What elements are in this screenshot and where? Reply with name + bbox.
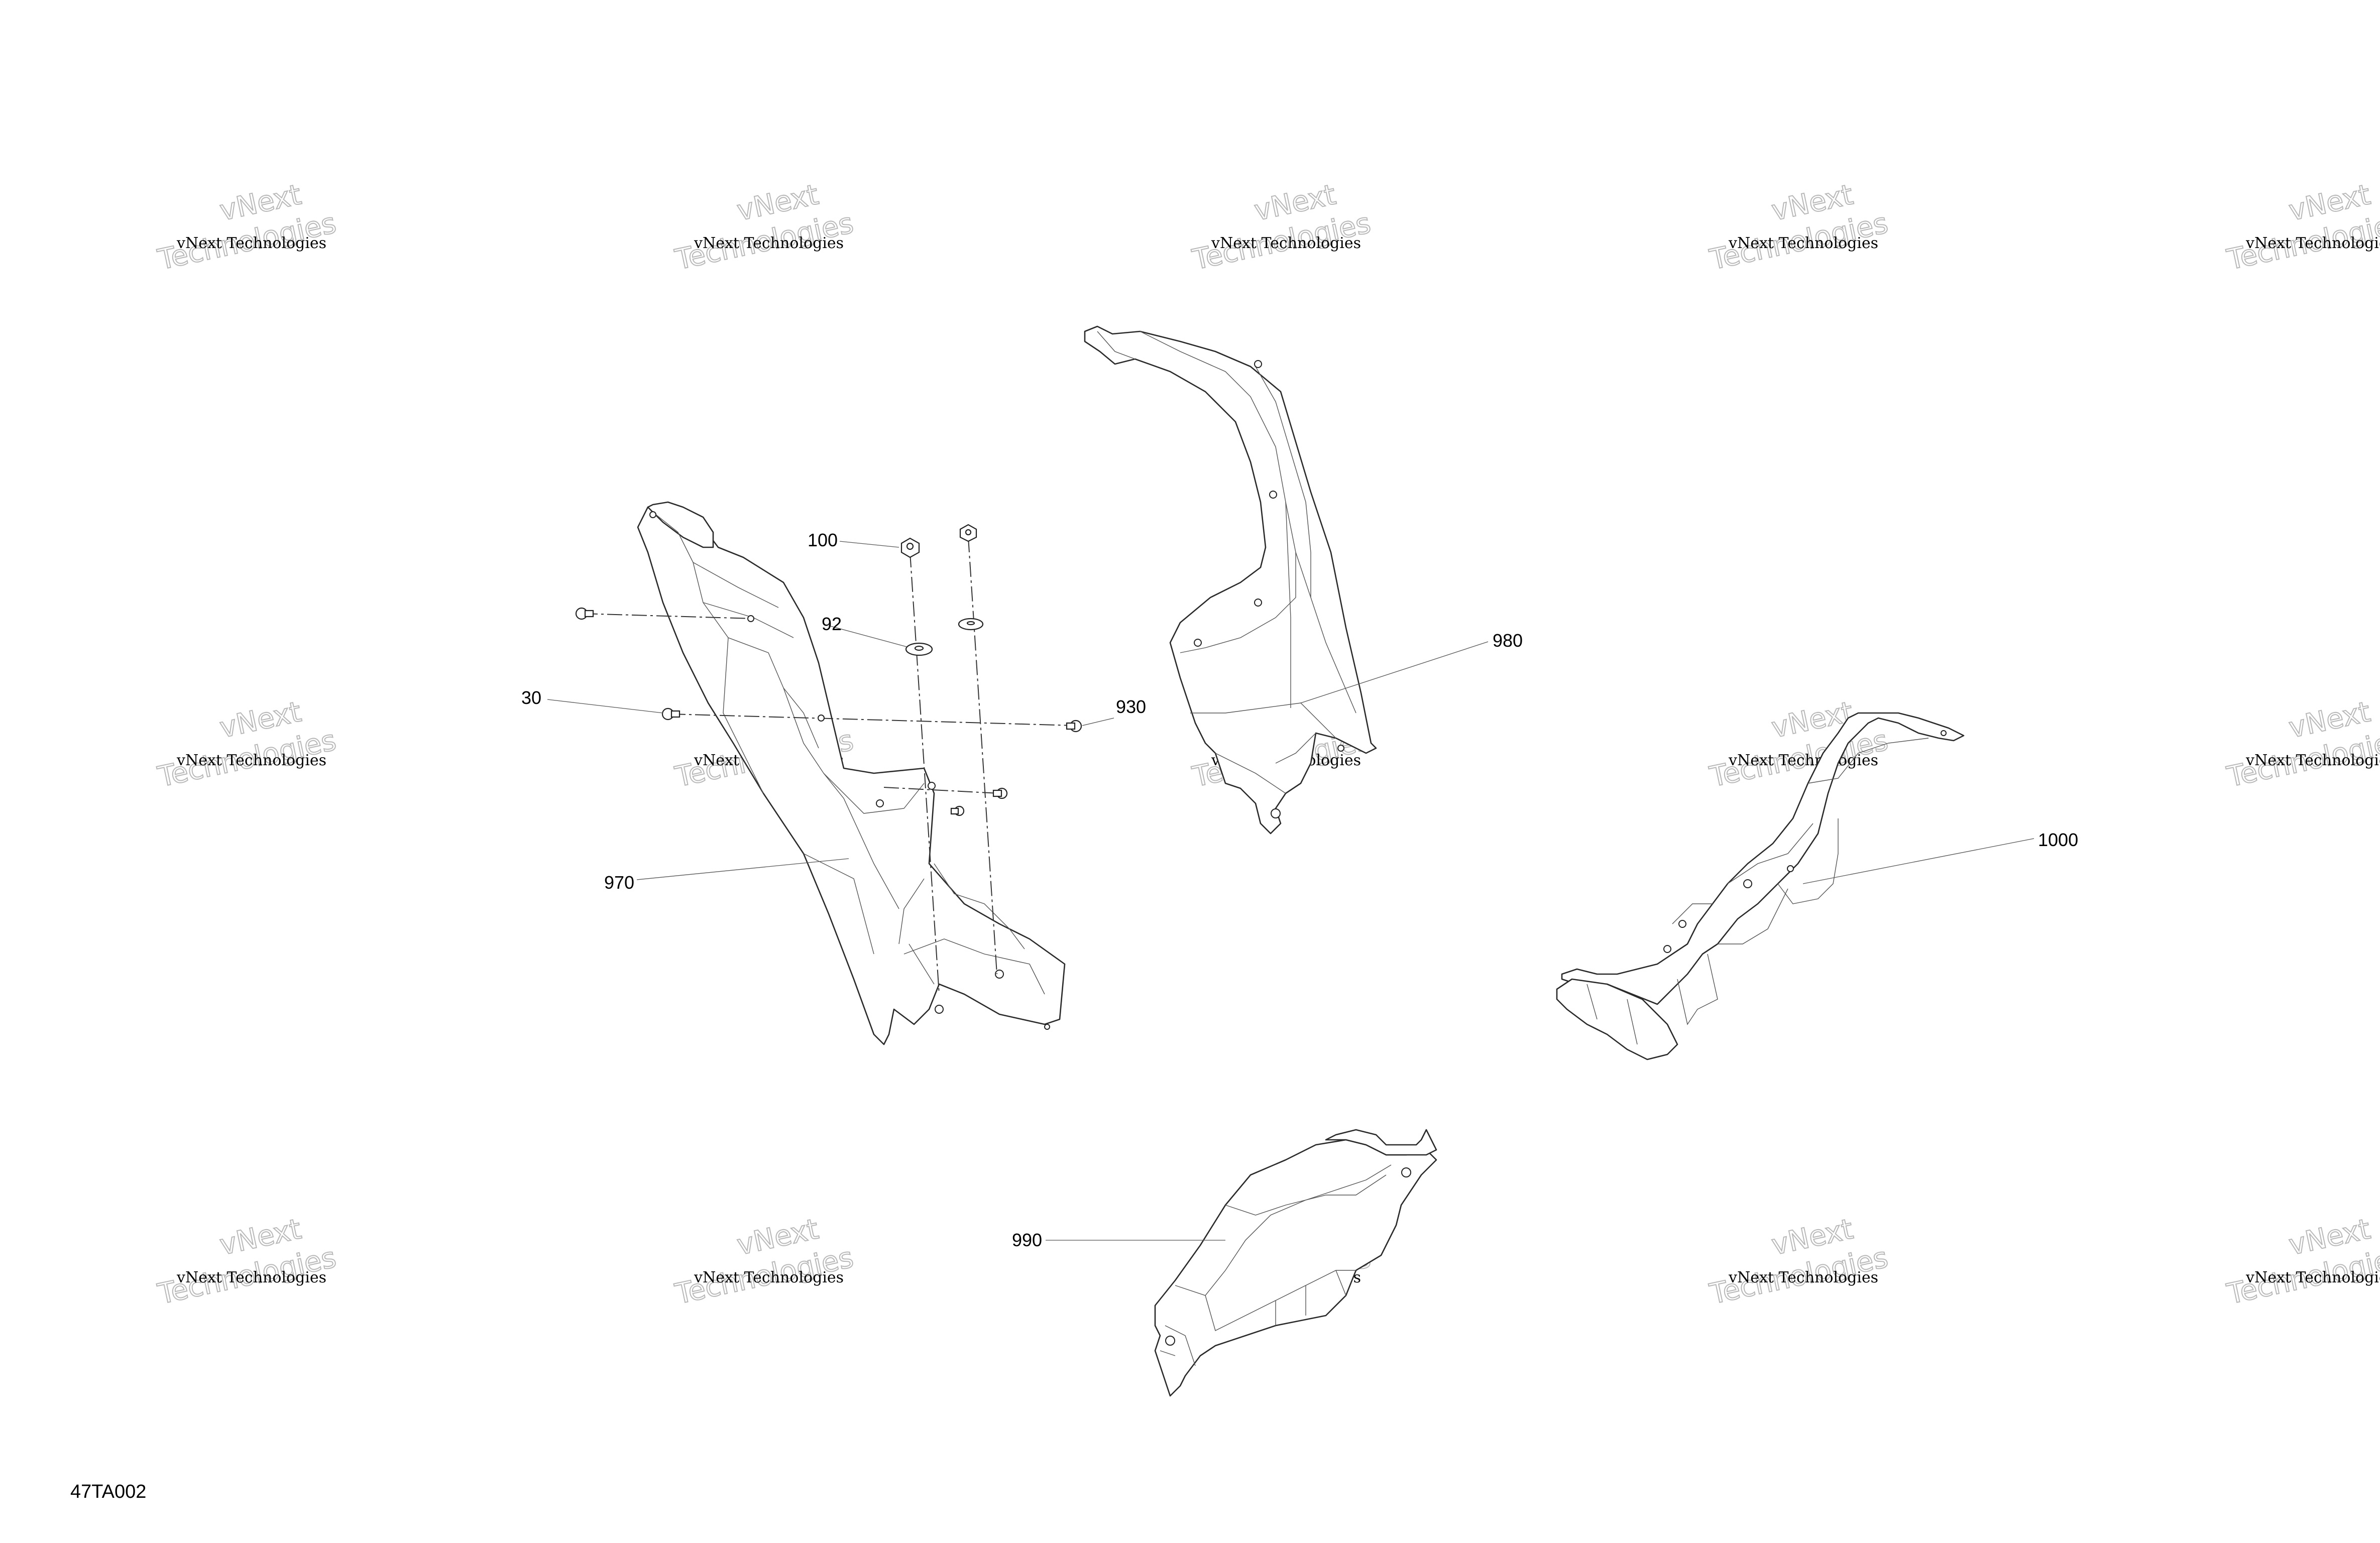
watermark-small-line: vNext Technologies [2245, 234, 2380, 252]
callout-930: 930 [1116, 696, 1146, 717]
screw-930-lower [992, 787, 1008, 799]
hardware-group [575, 524, 1082, 995]
watermark-small-line: vNext Technologies [694, 234, 844, 252]
callout-labels: 100 92 30 930 970 980 1000 990 [521, 530, 2078, 1250]
figure-id: 47TA002 [70, 1481, 146, 1502]
leader-lines [547, 541, 2034, 1241]
watermark-small-line: vNext Technologies [1728, 752, 1878, 769]
callout-980: 980 [1493, 630, 1523, 651]
watermark-small-line: vNext Technologies [1211, 234, 1361, 252]
part-970-panel [637, 501, 1066, 1045]
callout-970: 970 [604, 872, 634, 893]
callout-30: 30 [521, 687, 541, 708]
callout-990: 990 [1012, 1230, 1042, 1250]
screw-930-bottom [950, 805, 965, 816]
callout-92: 92 [822, 614, 842, 634]
part-980-panel [1084, 325, 1377, 835]
nut-100-left [900, 537, 920, 558]
watermark-small-line: vNext Technologies [2245, 752, 2380, 769]
nut-100-right [959, 524, 977, 542]
watermark-small-line: vNext Technologies [694, 1269, 844, 1286]
washer-92-left [905, 642, 933, 656]
part-990-panel [1154, 1129, 1437, 1397]
watermark-small-line: vNext Technologies [176, 1269, 326, 1286]
washer-92-right [958, 618, 984, 631]
callout-100: 100 [808, 530, 838, 550]
screw-30-lower [661, 707, 681, 721]
watermark-small-line: vNext Technologies [176, 234, 326, 252]
watermark-small-line: vNext Technologies [2245, 1269, 2380, 1286]
screw-30-upper [575, 607, 594, 620]
watermark-small-line: vNext Technologies [176, 752, 326, 769]
callout-1000: 1000 [2038, 829, 2078, 850]
part-1000-panel [1556, 712, 1965, 1060]
watermark-small-line: vNext Technologies [1728, 234, 1878, 252]
screw-930-right [1066, 720, 1082, 733]
watermark-small-line: vNext Technologies [1728, 1269, 1878, 1286]
